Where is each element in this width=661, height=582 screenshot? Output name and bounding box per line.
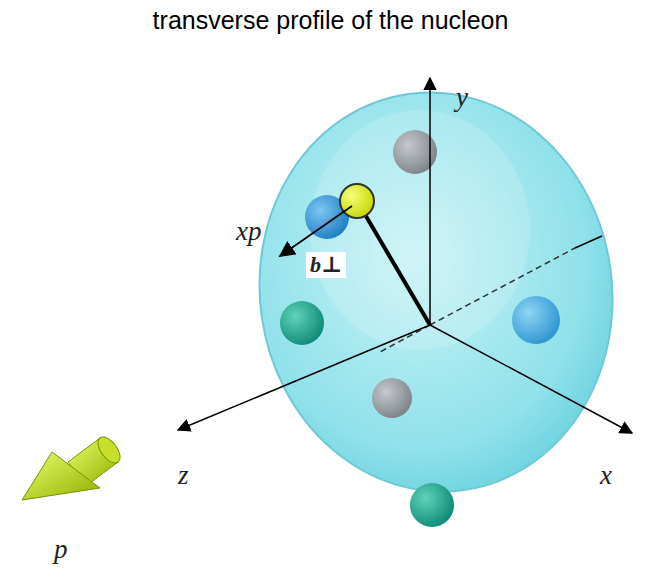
struck-parton: [340, 184, 374, 218]
parton-ball: [512, 296, 560, 344]
axis-label: x: [600, 462, 612, 489]
diagram-title: transverse profile of the nucleon: [0, 6, 661, 35]
b-vector: [360, 206, 430, 325]
y-axis: [429, 78, 431, 325]
axis-dashed: [380, 325, 430, 352]
nucleon-disc: [234, 69, 638, 514]
parton-ball: [410, 483, 454, 527]
axis-label: y: [456, 84, 468, 111]
momentum-arrow: [280, 206, 352, 256]
direction-arrow: [22, 433, 124, 500]
parton-ball: [372, 378, 412, 418]
axis-line: [575, 236, 602, 248]
parton-ball: [280, 301, 324, 345]
axis-label: z: [178, 462, 189, 489]
z-axis: [178, 325, 430, 430]
x-axis: [430, 325, 632, 433]
vector-label: b⊥: [306, 252, 346, 278]
momentum-label: p: [54, 536, 68, 563]
momentum-label: xp: [236, 218, 261, 245]
